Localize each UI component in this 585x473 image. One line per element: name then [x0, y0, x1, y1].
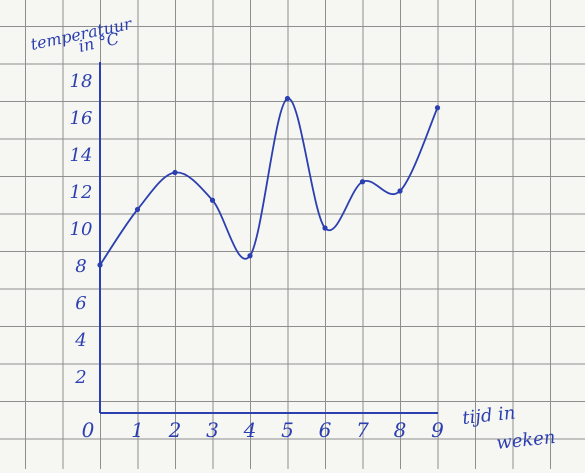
temperature-line	[99, 97, 439, 266]
y-tick-label: 14	[70, 145, 93, 166]
x-tick-label: 0	[82, 418, 95, 442]
x-tick-label: 6	[319, 418, 332, 442]
y-tick-label: 10	[70, 219, 93, 240]
data-point	[172, 169, 178, 176]
x-tick-label: 5	[281, 418, 294, 442]
y-tick-label: 4	[74, 330, 86, 351]
y-tick-label: 12	[70, 182, 93, 203]
y-tick-label: 8	[75, 256, 86, 277]
y-tick-label: 16	[70, 108, 93, 129]
data-point	[359, 179, 366, 185]
data-point	[434, 105, 441, 111]
x-tick-label: 3	[206, 418, 219, 442]
series	[97, 95, 441, 268]
x-tick-label: 9	[431, 418, 444, 442]
x-tick-label: 7	[356, 418, 369, 442]
data-point	[97, 262, 103, 268]
data-point	[397, 188, 403, 194]
x-tick-label: 2	[168, 418, 182, 442]
x-tick-label: 8	[394, 418, 407, 442]
data-point	[209, 197, 216, 203]
x-axis-label-line1: tijd in	[461, 403, 516, 429]
y-tick-label: 2	[74, 367, 86, 388]
x-axis-label-line2: weken	[495, 427, 556, 454]
y-tick-label: 6	[75, 293, 86, 314]
data-point	[134, 206, 141, 213]
x-tick-label: 1	[131, 418, 144, 442]
x-tick-label: 4	[243, 418, 257, 442]
axes	[99, 62, 438, 414]
axis-labels: temperatuur in °C tijd in weken	[29, 14, 557, 454]
data-point	[247, 253, 253, 259]
data-point	[322, 225, 328, 231]
data-point	[284, 95, 291, 102]
y-tick-label: 18	[70, 71, 93, 92]
